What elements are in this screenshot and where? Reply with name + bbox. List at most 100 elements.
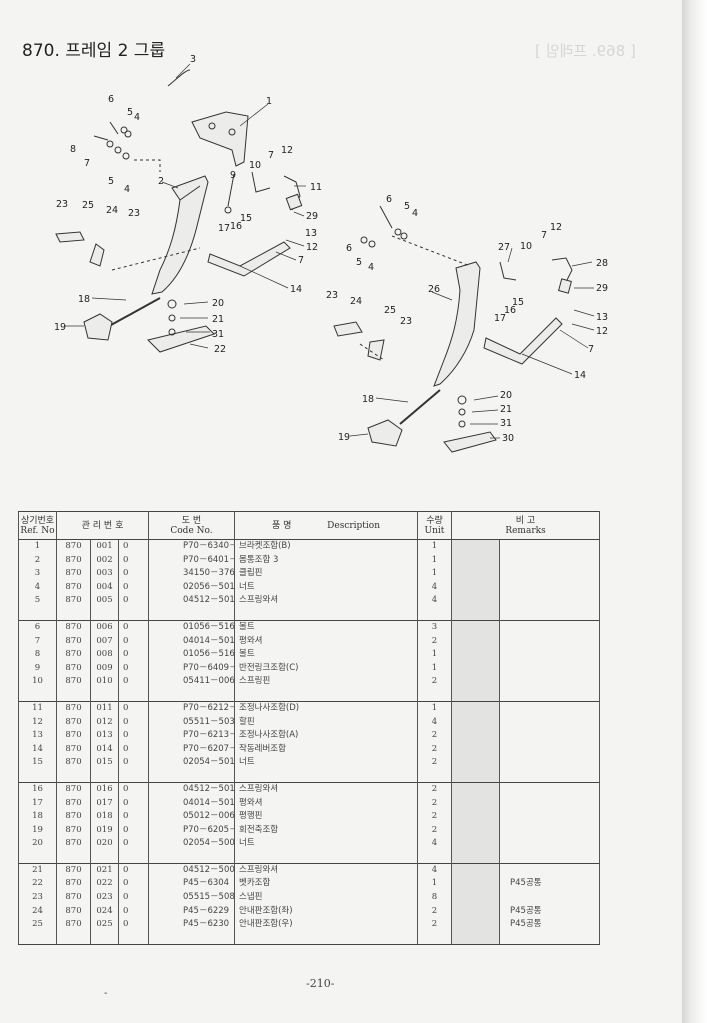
header-description-en: Description (327, 520, 381, 531)
unit-qty-cell: 4 (417, 580, 452, 595)
svg-text:31: 31 (212, 329, 224, 340)
group-no-cell: 870 (56, 539, 91, 554)
remarks-cell (498, 661, 601, 676)
ref-no-cell: 2 (18, 553, 57, 568)
ref-no-cell: 22 (18, 877, 57, 892)
remarks-shade-cell (451, 648, 500, 662)
remarks-cell (498, 580, 601, 595)
spacer-cell (18, 688, 57, 702)
parts-table-container: 상기번호 Ref. No 관 리 번 호 도 번 Code No. 품 명 De… (18, 511, 601, 945)
right-assembly-drawing (333, 205, 573, 453)
code-no-cell: 34150－3764－4 (148, 567, 235, 581)
svg-text:10: 10 (249, 160, 261, 171)
group-no-cell: 870 (56, 810, 91, 824)
remarks-shade-cell (451, 796, 500, 811)
page-number: -210- (306, 977, 335, 990)
svg-text:6: 6 (108, 94, 114, 105)
svg-text:28: 28 (596, 258, 608, 269)
remarks-cell (498, 862, 601, 878)
unit-qty-cell: 2 (417, 675, 452, 689)
svg-text:3: 3 (190, 54, 196, 65)
spacer-cell (417, 688, 452, 702)
remarks-shade-cell (451, 837, 500, 851)
remarks-cell: P45공통 (498, 904, 601, 919)
svg-text:13: 13 (596, 312, 608, 323)
code-no-cell: 05515－50800 (148, 891, 235, 905)
ref-no-cell: 19 (18, 823, 57, 838)
spacer-cell (417, 850, 452, 864)
remarks-cell: P45공통 (498, 877, 601, 892)
page-title: 870. 프레임 2 그룹 (22, 41, 166, 61)
remarks-shade-cell (451, 862, 500, 878)
remarks-shade-cell (451, 742, 500, 757)
svg-text:20: 20 (212, 298, 224, 309)
ref-no-cell: 4 (18, 580, 57, 595)
remarks-cell (498, 729, 601, 743)
code-no-cell: P70－6205－1 (148, 823, 235, 838)
svg-text:23: 23 (56, 199, 68, 210)
frame-body-shape (151, 175, 209, 295)
svg-text:18: 18 (78, 294, 90, 305)
part-name-cell: 너트 (234, 837, 418, 851)
spacer-cell (90, 769, 119, 783)
remarks-shade-cell (451, 810, 500, 824)
unit-qty-cell: 1 (417, 539, 452, 554)
unit-qty-cell: 4 (417, 594, 452, 608)
remarks-shade-cell (451, 594, 500, 608)
unit-qty-cell: 4 (417, 837, 452, 851)
ref-no-cell: 25 (18, 918, 57, 932)
svg-text:7: 7 (588, 344, 594, 355)
remarks-cell (498, 796, 601, 811)
item-no-cell: 007 (90, 634, 119, 649)
part-name-cell: 회전축조합 (234, 823, 418, 838)
item-no-cell: 021 (90, 862, 119, 878)
svg-text:5: 5 (404, 201, 410, 212)
svg-text:7: 7 (84, 158, 90, 169)
right-callout-labels: 6 5 4 6 5 4 26 27 10 7 12 28 29 13 12 7 … (326, 194, 608, 444)
unit-qty-cell: 2 (417, 742, 452, 757)
part-name-cell: 브라켓조합(B) (234, 539, 418, 554)
item-no-cell: 015 (90, 756, 119, 770)
code-no-cell: 05411－00632 (148, 675, 235, 689)
table-spacer-row (18, 607, 601, 621)
ref-no-cell: 3 (18, 567, 57, 581)
sub-no-cell: 0 (118, 580, 149, 595)
sub-no-cell: 0 (118, 700, 149, 716)
svg-text:15: 15 (240, 213, 252, 224)
sub-no-cell: 0 (118, 539, 149, 554)
part-name-cell: 반전링크조합(C) (234, 661, 418, 676)
sub-no-cell: 0 (118, 810, 149, 824)
group-no-cell: 870 (56, 918, 91, 932)
sub-no-cell: 0 (118, 661, 149, 676)
code-no-cell: 04512－50080 (148, 862, 235, 878)
part-name-cell: 할핀 (234, 715, 418, 730)
item-no-cell: 019 (90, 823, 119, 838)
group-no-cell: 870 (56, 661, 91, 676)
svg-text:17: 17 (494, 313, 506, 324)
sub-no-cell: 0 (118, 619, 149, 635)
sub-no-cell: 0 (118, 918, 149, 932)
item-no-cell: 022 (90, 877, 119, 892)
svg-text:20: 20 (500, 390, 512, 401)
spacer-cell (90, 850, 119, 864)
spacer-cell (148, 769, 235, 783)
code-no-cell: P45－6229 (148, 904, 235, 919)
ref-no-cell: 16 (18, 781, 57, 797)
item-no-cell: 010 (90, 675, 119, 689)
header-code-ko: 도 번 (181, 515, 202, 526)
code-no-cell: 04512－50160 (148, 594, 235, 608)
ref-no-cell: 12 (18, 715, 57, 730)
share-shape (147, 325, 215, 353)
remarks-cell (498, 594, 601, 608)
group-no-cell: 870 (56, 648, 91, 662)
remarks-shade-cell (451, 781, 500, 797)
spacer-cell (118, 850, 149, 864)
remarks-shade-cell (451, 715, 500, 730)
ref-no-cell: 15 (18, 756, 57, 770)
svg-text:24: 24 (106, 205, 118, 216)
header-code-no: 도 번 Code No. (148, 511, 235, 540)
